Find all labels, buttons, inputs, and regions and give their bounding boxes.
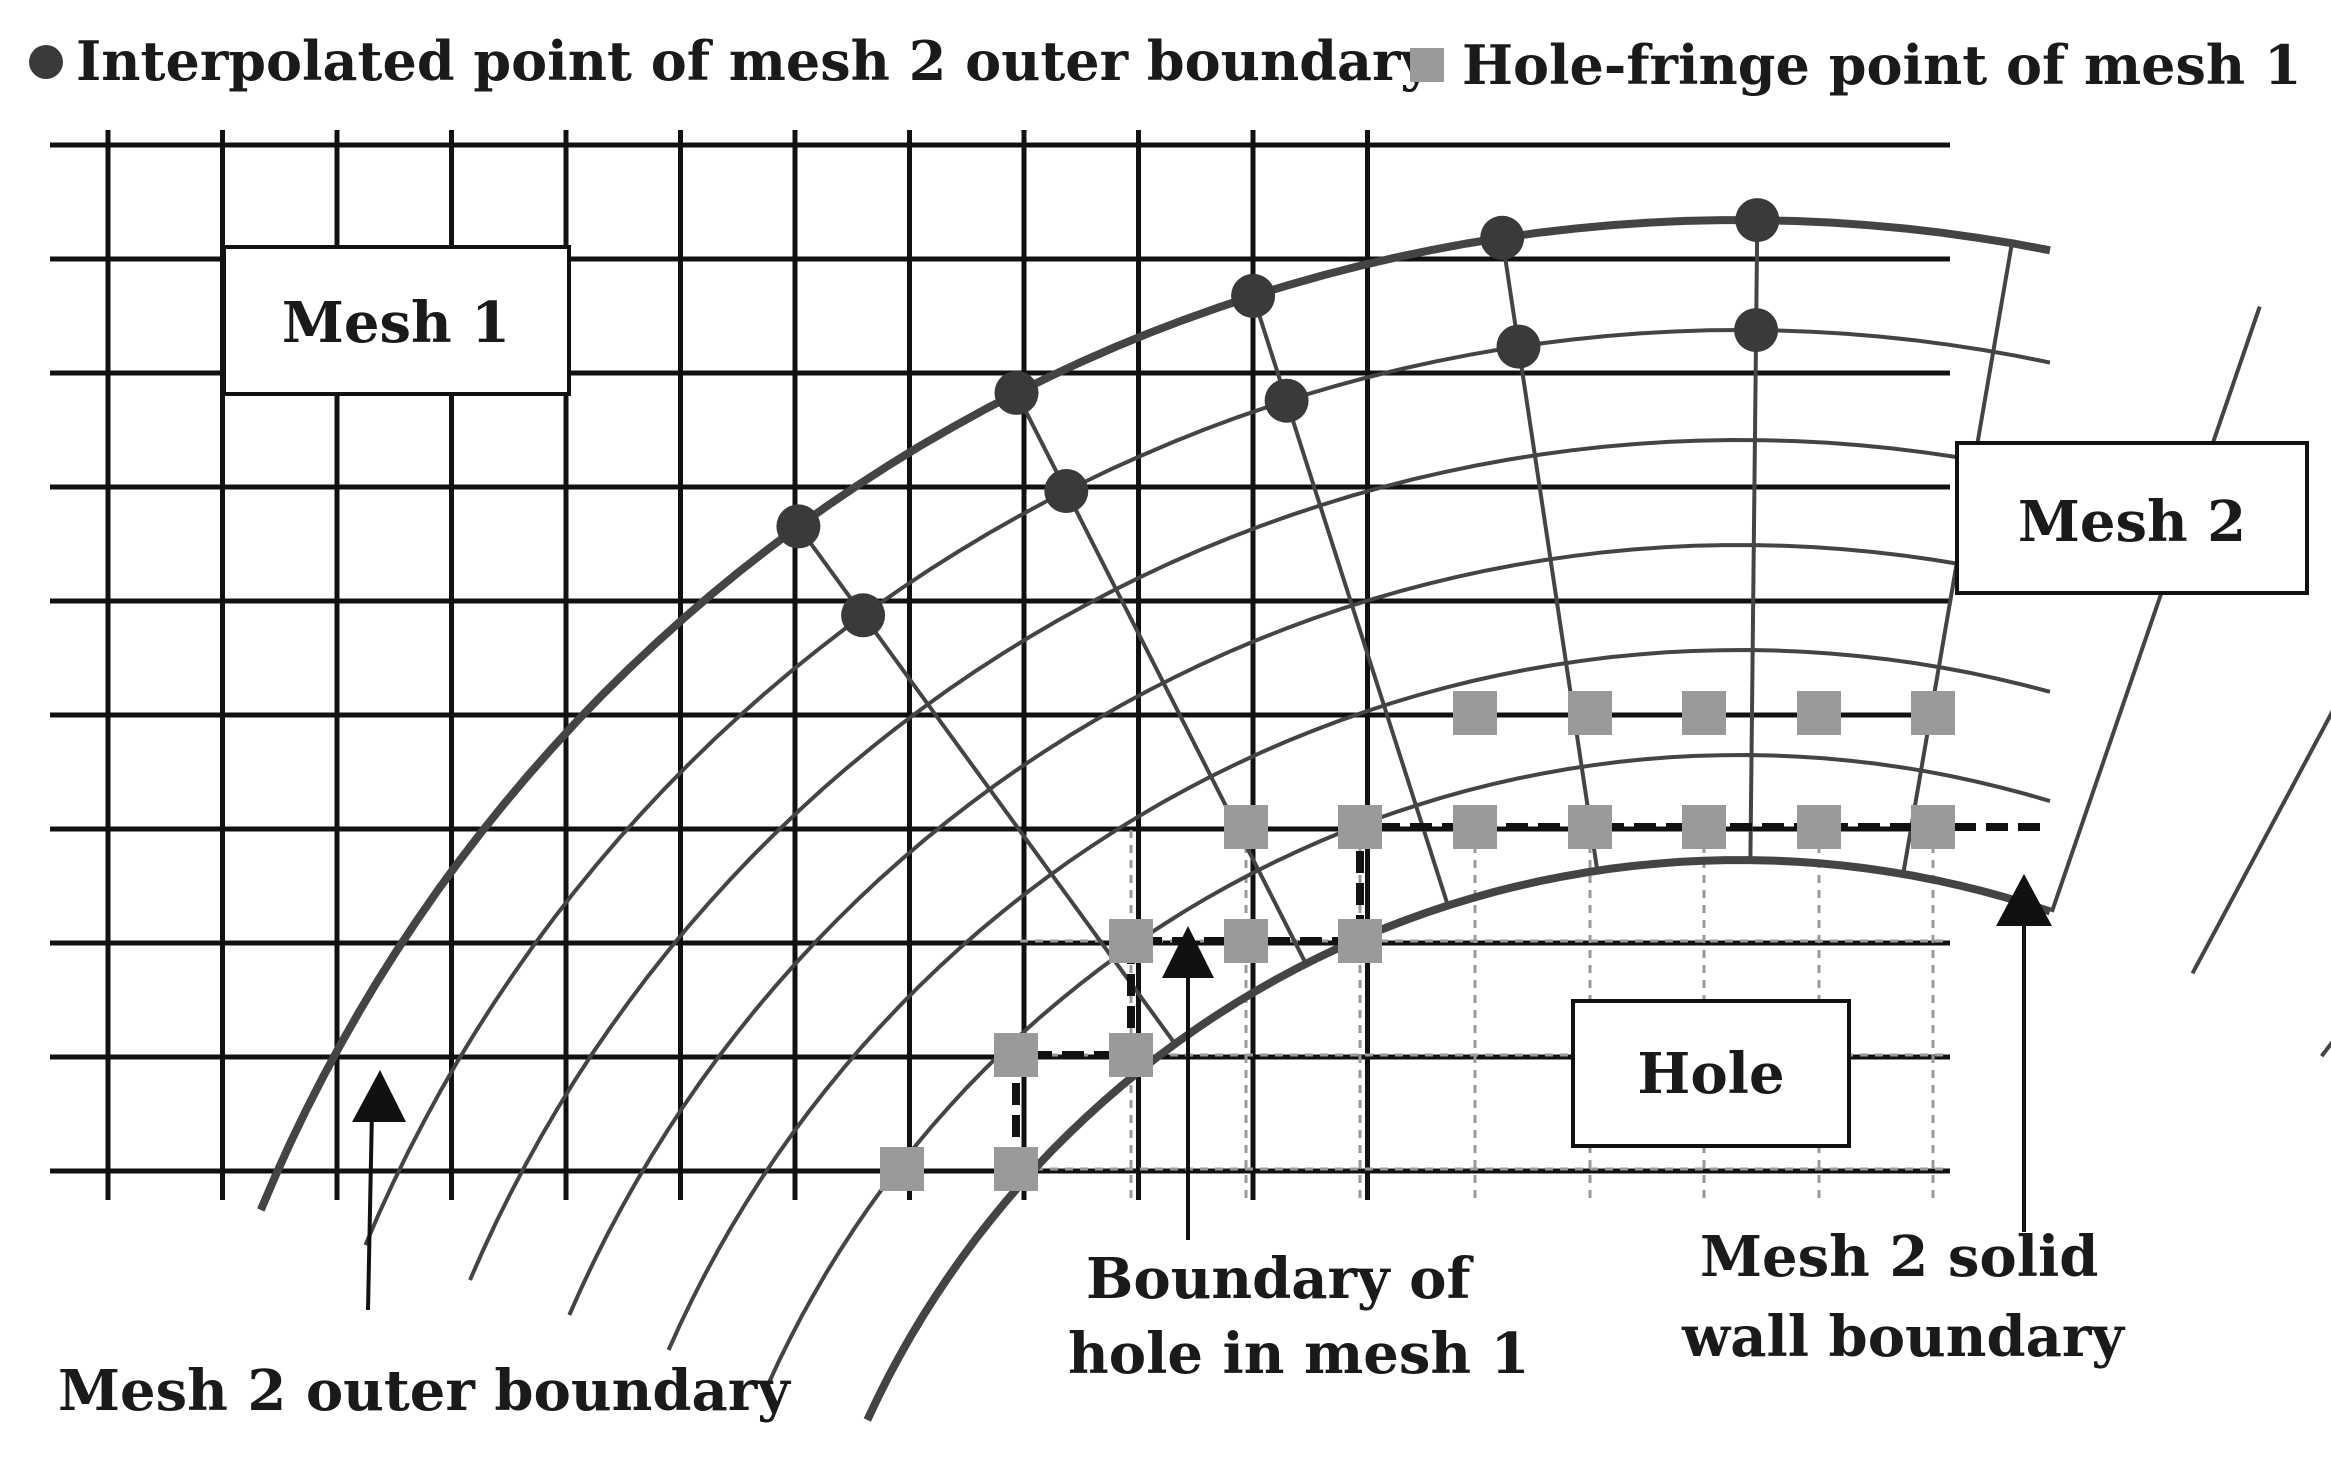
interpolated-point	[1734, 308, 1779, 353]
hole-fringe-point	[1911, 691, 1955, 735]
hole-boundary-staircase	[1012, 823, 2045, 1169]
hole-fringe-point	[1453, 691, 1497, 735]
outer-boundary-arrow	[352, 1070, 406, 1311]
hole-box: Hole	[1571, 999, 1851, 1148]
interpolated-point	[1231, 273, 1276, 318]
interpolated-point	[776, 504, 821, 549]
hole-fringe-point	[1338, 919, 1382, 963]
hole-fringe-point	[994, 1033, 1038, 1077]
mesh2-box: Mesh 2	[1955, 441, 2309, 595]
interpolated-point	[1044, 469, 1089, 513]
hole-fringe-point	[1338, 805, 1382, 849]
solid-wall-label-line1: Mesh 2 solid	[1700, 1224, 2098, 1290]
interpolated-point	[1735, 198, 1780, 243]
hole-fringe-point	[1568, 805, 1612, 849]
interpolated-point	[1264, 378, 1309, 423]
hole-fringe-point	[1453, 805, 1497, 849]
hole-fringe-point	[1109, 1033, 1153, 1077]
mesh2-arc	[666, 647, 2051, 1351]
interpolated-points	[776, 198, 1780, 638]
legend-interpolated-label: Interpolated point of mesh 2 outer bound…	[76, 29, 1433, 93]
solid-wall-label-line2: wall boundary	[1681, 1304, 2125, 1370]
legend: Interpolated point of mesh 2 outer bound…	[29, 29, 2302, 97]
mesh1-label: Mesh 1	[282, 290, 510, 356]
mesh2-arc	[468, 437, 2051, 1281]
hole-fringe-point	[1568, 691, 1612, 735]
hole-fringe-point	[880, 1147, 924, 1191]
mesh2-label: Mesh 2	[2018, 489, 2246, 555]
hole-fringe-point	[1797, 805, 1841, 849]
hole-fringe-point	[1109, 919, 1153, 963]
hole-fringe-point	[1911, 805, 1955, 849]
hole-fringe-point-legend-icon	[1410, 48, 1444, 82]
hole-fringe-point	[994, 1147, 1038, 1191]
hole-label: Hole	[1637, 1041, 1784, 1107]
mesh2-arc	[567, 543, 2051, 1316]
mesh2-radial-line	[2320, 1040, 2331, 1058]
interpolated-point	[1496, 324, 1541, 369]
hole-fringe-point	[1682, 691, 1726, 735]
mesh2-radial-line	[2190, 709, 2331, 975]
hole-fringe-point	[1797, 691, 1841, 735]
solid-wall-arrow	[1996, 874, 2052, 1232]
mesh2-boundary-arc	[257, 216, 2051, 1212]
hole-boundary-line	[1012, 823, 2045, 1169]
mesh2-radial-line	[2049, 306, 2262, 913]
outer-boundary-label: Mesh 2 outer boundary	[58, 1358, 791, 1424]
hole-boundary-arrow	[1162, 926, 1214, 1240]
interpolated-point	[841, 593, 886, 638]
legend-hole-fringe-label: Hole-fringe point of mesh 1	[1462, 33, 2302, 97]
mesh1-box: Mesh 1	[222, 245, 571, 396]
hole-fringe-points	[880, 691, 1955, 1191]
hole-fringe-point	[1224, 919, 1268, 963]
hole-boundary-label-line1: Boundary of	[1086, 1246, 1474, 1312]
interpolated-point-legend-icon	[29, 45, 63, 79]
hole-fringe-point	[1682, 805, 1726, 849]
interpolated-point	[1480, 215, 1525, 260]
hole-boundary-label-line2: hole in mesh 1	[1068, 1321, 1530, 1387]
hole-fringe-point	[1224, 805, 1268, 849]
interpolated-point	[994, 370, 1039, 415]
